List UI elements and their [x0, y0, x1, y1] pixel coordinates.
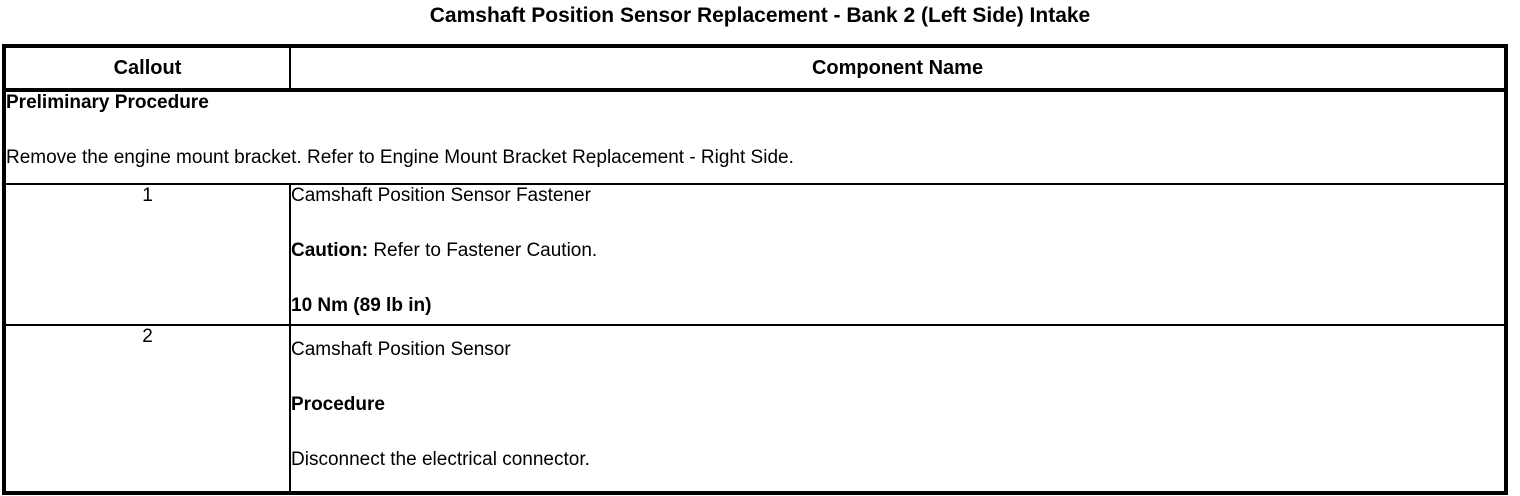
table-row: 1 Camshaft Position Sensor Fastener Caut…: [3, 183, 1507, 326]
component-name-line: Camshaft Position Sensor: [291, 339, 1504, 361]
callout-number: 2: [3, 324, 291, 494]
component-callout-table: Callout Component Name Preliminary Proce…: [2, 44, 1508, 495]
preliminary-procedure-cell: Preliminary Procedure Remove the engine …: [3, 89, 1507, 185]
component-description-cell: Camshaft Position Sensor Procedure Disco…: [289, 324, 1507, 494]
procedure-step-text: Disconnect the electrical connector.: [291, 449, 590, 470]
caution-text: Refer to Fastener Caution.: [368, 240, 598, 261]
component-description-cell: Camshaft Position Sensor Fastener Cautio…: [289, 183, 1507, 326]
preliminary-procedure-heading: Preliminary Procedure: [6, 92, 209, 113]
component-name-column-header: Component Name: [289, 45, 1507, 92]
torque-spec-bold: 10 Nm (89 lb in): [291, 295, 432, 316]
procedure-heading-line: Procedure: [291, 394, 1504, 416]
preliminary-procedure-text: Remove the engine mount bracket. Refer t…: [6, 147, 794, 168]
preliminary-procedure-row: Preliminary Procedure Remove the engine …: [3, 89, 1507, 185]
component-line-text: Camshaft Position Sensor: [291, 339, 511, 360]
procedure-label: Procedure: [291, 394, 385, 415]
table-header-row: Callout Component Name: [3, 45, 1507, 92]
callout-number: 1: [3, 183, 291, 326]
caution-line: Caution: Refer to Fastener Caution.: [291, 240, 1504, 262]
component-line-text: Camshaft Position Sensor Fastener: [291, 185, 591, 206]
torque-spec-line: 10 Nm (89 lb in): [291, 295, 1504, 317]
caution-label: Caution:: [291, 240, 369, 261]
callout-column-header: Callout: [3, 45, 291, 92]
component-name-line: Camshaft Position Sensor Fastener: [291, 185, 1504, 207]
page-title: Camshaft Position Sensor Replacement - B…: [429, 4, 1091, 27]
procedure-step-line: Disconnect the electrical connector.: [291, 449, 1504, 471]
table-row: 2 Camshaft Position Sensor Procedure Dis…: [3, 324, 1507, 494]
